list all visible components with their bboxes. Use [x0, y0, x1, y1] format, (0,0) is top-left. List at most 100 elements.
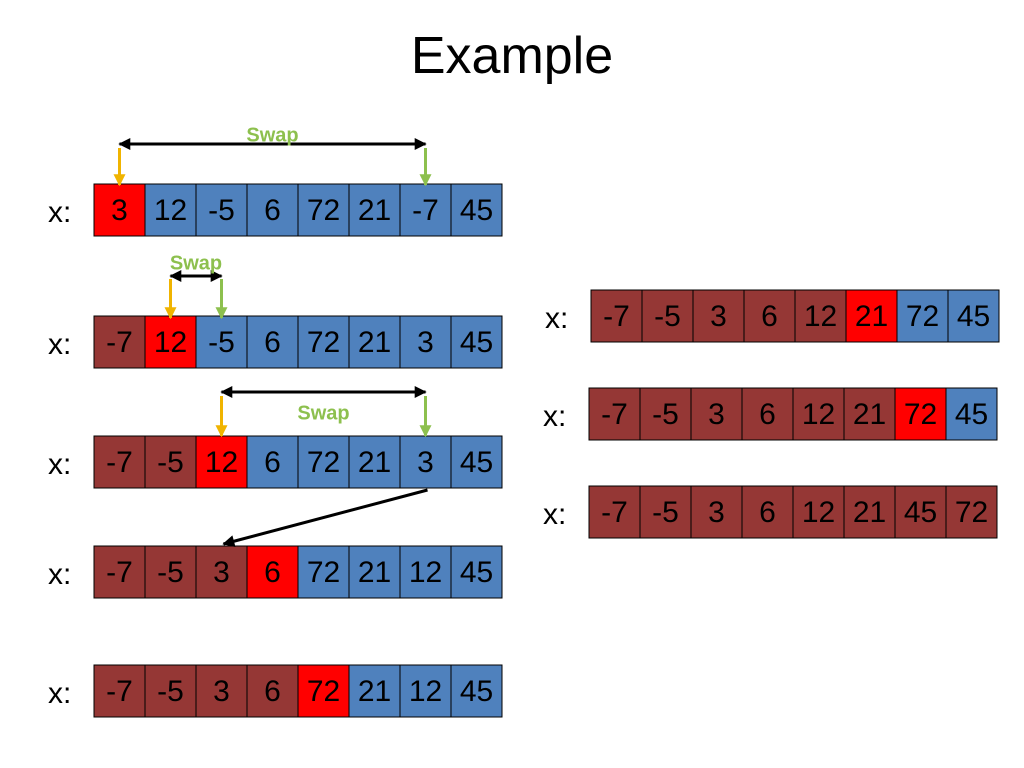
cell-value: 72 [307, 556, 340, 589]
array-cell-unsorted [945, 387, 998, 441]
cell-value: -7 [412, 194, 439, 227]
row-label: x: [48, 196, 71, 229]
array-cell-unsorted [195, 315, 248, 369]
array-cell-unsorted [399, 315, 452, 369]
array-cell-sorted [195, 664, 248, 718]
cell-value: 3 [708, 496, 725, 529]
array-cell-sorted [692, 289, 745, 343]
array-cell-unsorted [297, 545, 350, 599]
swap-indicator: Swap [113, 124, 432, 187]
array-cell-unsorted [246, 183, 299, 237]
cell-value: -7 [601, 496, 628, 529]
cell-value: 6 [264, 194, 281, 227]
array-cell-sorted [894, 485, 947, 539]
cell-value: 21 [358, 446, 391, 479]
cell-value: 21 [855, 300, 888, 333]
array-cell-sorted [792, 387, 845, 441]
cell-value: -7 [106, 556, 133, 589]
cell-value: 21 [358, 194, 391, 227]
array-cell-unsorted [450, 435, 503, 489]
array-cell-sorted [144, 435, 197, 489]
cell-value: 6 [759, 496, 776, 529]
array-cell-sorted [93, 315, 146, 369]
swap-label: Swap [297, 402, 349, 424]
row-label: x: [543, 498, 566, 531]
array-cell-sorted [93, 545, 146, 599]
cell-value: 21 [853, 398, 886, 431]
cell-value: -7 [601, 398, 628, 431]
cell-value: 12 [804, 300, 837, 333]
cell-value: -5 [652, 398, 679, 431]
array-cell-unsorted [195, 183, 248, 237]
array-cell-sorted [945, 485, 998, 539]
cell-value: 6 [264, 556, 281, 589]
array-cell-unsorted [399, 664, 452, 718]
array-cell-unsorted [348, 435, 401, 489]
array-cell-unsorted [144, 183, 197, 237]
array-cell-unsorted [348, 183, 401, 237]
cell-value: -5 [208, 194, 235, 227]
swap-indicator: Swap [164, 252, 228, 320]
cell-value: 72 [955, 496, 988, 529]
cell-value: 12 [154, 326, 187, 359]
cell-value: 12 [802, 398, 835, 431]
swap-label: Swap [170, 252, 222, 274]
cell-value: -7 [106, 446, 133, 479]
cell-value: 21 [853, 496, 886, 529]
slide-title: Example [410, 27, 614, 85]
cell-value: 45 [957, 300, 990, 333]
cell-value: 21 [358, 326, 391, 359]
array-cell-sorted [639, 387, 692, 441]
cell-value: 45 [460, 194, 493, 227]
cell-value: 12 [409, 675, 442, 708]
cell-value: 21 [358, 675, 391, 708]
array-cell-current [894, 387, 947, 441]
cell-value: 3 [417, 326, 434, 359]
cell-value: 12 [802, 496, 835, 529]
row-label: x: [48, 448, 71, 481]
array-cell-sorted [743, 289, 796, 343]
cell-value: 6 [264, 675, 281, 708]
cell-value: 3 [213, 675, 230, 708]
cell-value: 72 [307, 675, 340, 708]
row-label: x: [545, 302, 568, 335]
array-cell-sorted [588, 387, 641, 441]
swap-indicator: Swap [215, 386, 432, 438]
array-cell-current [845, 289, 898, 343]
cell-value: 45 [460, 675, 493, 708]
array-cell-sorted [588, 485, 641, 539]
cell-value: 72 [307, 194, 340, 227]
array-cell-unsorted [450, 183, 503, 237]
cell-value: 3 [111, 194, 128, 227]
array-cell-sorted [794, 289, 847, 343]
row-label: x: [48, 328, 71, 361]
array-cell-unsorted [297, 315, 350, 369]
transition-arrow [222, 488, 428, 548]
cell-value: -5 [157, 556, 184, 589]
cell-value: 6 [761, 300, 778, 333]
array-cell-sorted [93, 664, 146, 718]
cell-value: 45 [460, 446, 493, 479]
array-cell-unsorted [348, 545, 401, 599]
array-cell-unsorted [450, 545, 503, 599]
array-cell-unsorted [450, 315, 503, 369]
array-cell-sorted [843, 485, 896, 539]
cell-value: 3 [710, 300, 727, 333]
array-cell-unsorted [947, 289, 1000, 343]
array-cell-sorted [690, 387, 743, 441]
row-label: x: [543, 400, 566, 433]
swap-label: Swap [246, 124, 298, 146]
array-cell-current [297, 664, 350, 718]
array-cell-unsorted [399, 545, 452, 599]
cell-value: 12 [205, 446, 238, 479]
cell-value: -5 [157, 446, 184, 479]
cell-value: -7 [106, 326, 133, 359]
row-label: x: [48, 677, 71, 710]
array-cell-sorted [144, 545, 197, 599]
